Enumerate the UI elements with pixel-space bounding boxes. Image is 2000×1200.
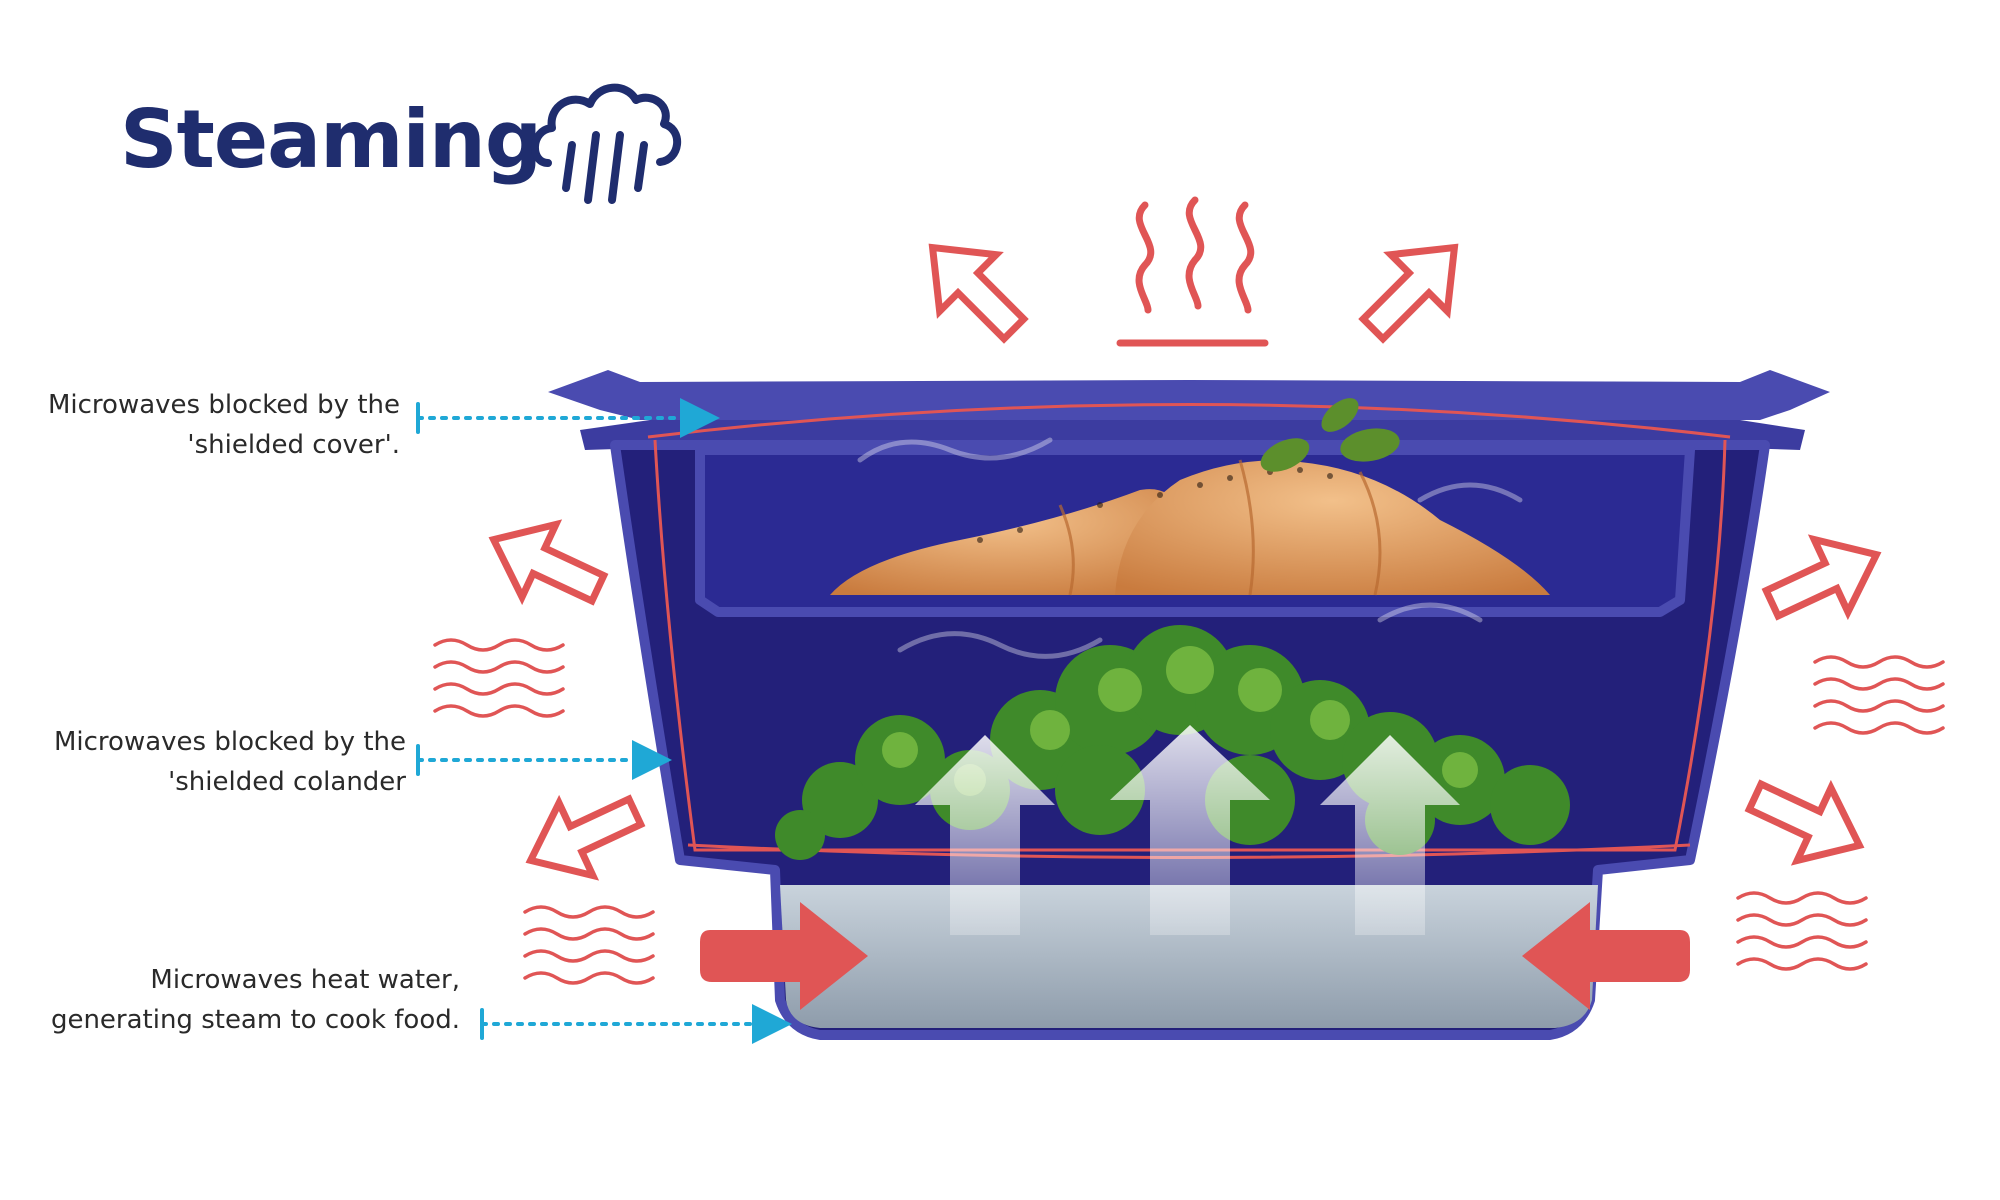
- steamer-container: [548, 370, 1830, 1040]
- salmon-fillet: [830, 398, 1550, 596]
- radiation-arrow-icon: [525, 794, 646, 881]
- page-title: Steaming: [120, 93, 542, 186]
- heat-arrow-right-icon: [1522, 902, 1690, 1010]
- label-line: Microwaves heat water,: [150, 965, 460, 995]
- label-heat-water: Microwaves heat water, generating steam …: [51, 960, 460, 1040]
- label-shielded-cover: Microwaves blocked by the 'shielded cove…: [48, 385, 400, 465]
- steam-up-arrow-icon: [1320, 735, 1460, 935]
- label-shielded-colander: Microwaves blocked by the 'shielded cola…: [54, 722, 406, 802]
- label-line: Microwaves blocked by the: [53, 727, 406, 757]
- heat-arrow-left-icon: [700, 902, 868, 1010]
- label-line: 'shielded cover'.: [187, 430, 400, 460]
- label-line: Microwaves blocked by the: [47, 390, 400, 420]
- label-line: 'shielded colander: [168, 767, 406, 797]
- steam-up-arrow-icon: [915, 735, 1055, 935]
- label-line: generating steam to cook food.: [50, 1005, 460, 1035]
- microwave-wave-icon: [433, 638, 565, 718]
- radiation-arrow-icon: [1744, 779, 1865, 866]
- heat-waves-icon: [1116, 196, 1269, 347]
- radiation-arrow-icon: [488, 519, 609, 606]
- radiation-arrow-icon: [1358, 243, 1459, 344]
- radiation-arrow-icon: [928, 243, 1029, 344]
- radiation-arrow-icon: [1761, 534, 1882, 621]
- steam-up-arrow-icon: [1110, 725, 1270, 935]
- microwave-wave-icon: [523, 905, 655, 985]
- microwave-wave-icon: [1736, 891, 1868, 971]
- microwave-wave-icon: [1813, 655, 1945, 735]
- steam-cloud-icon: [531, 83, 682, 204]
